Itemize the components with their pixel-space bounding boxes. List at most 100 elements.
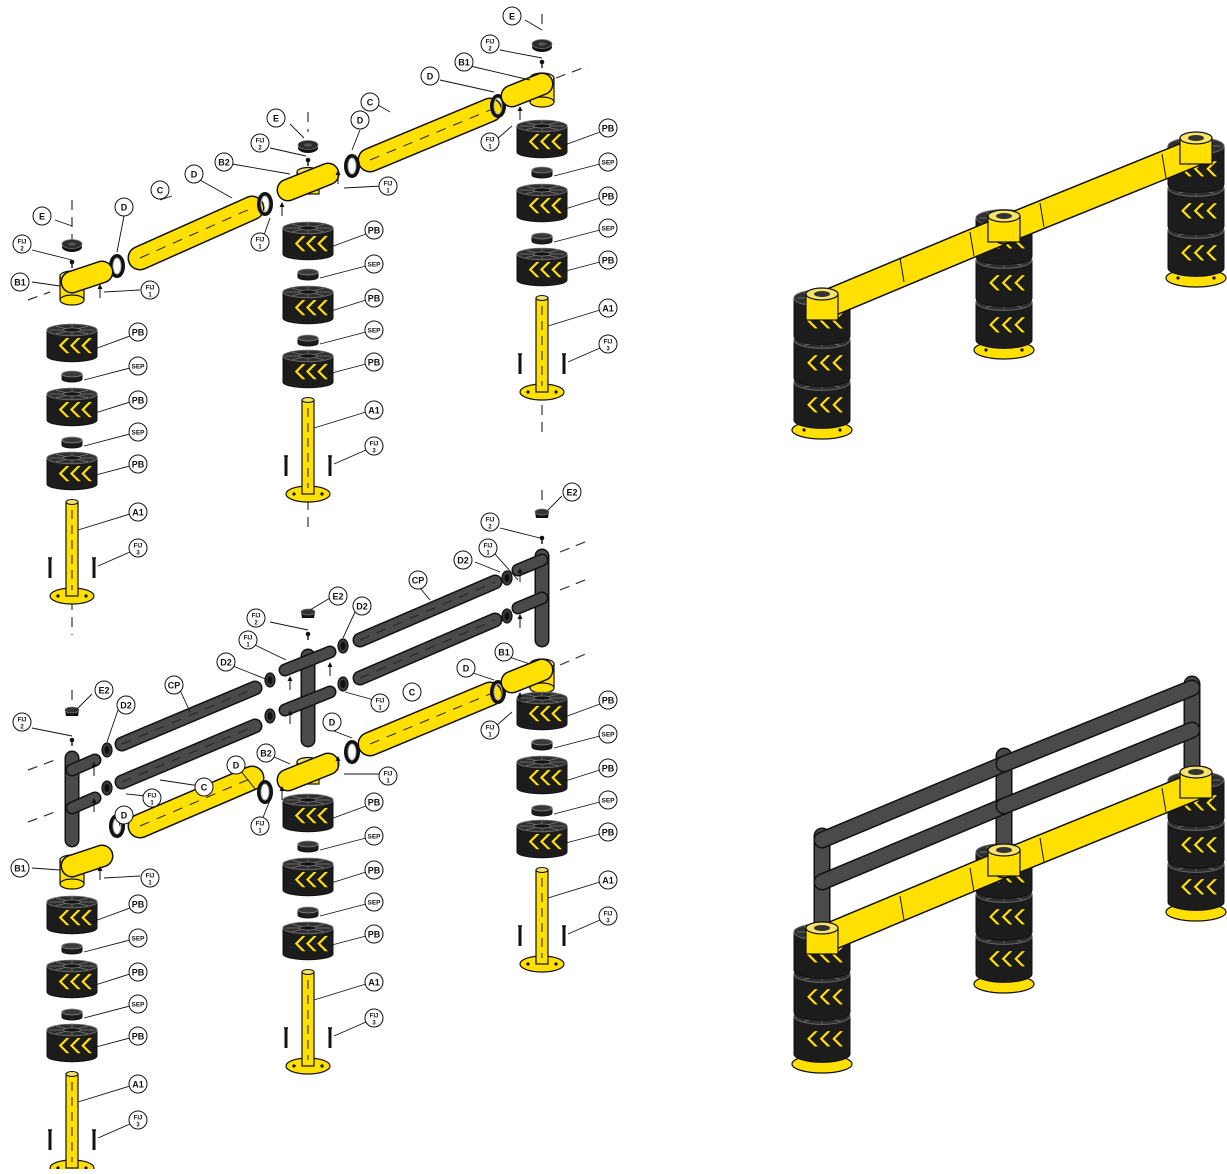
leader-line xyxy=(327,805,367,821)
anchor-bolt xyxy=(284,1027,288,1048)
callout-e2: E2 xyxy=(94,680,114,700)
rail-joint xyxy=(899,257,905,283)
coupler-ring-d2 xyxy=(264,672,276,688)
callout-pb: PB xyxy=(364,352,384,372)
anchor-bolt xyxy=(562,925,566,946)
callout-text: PB xyxy=(368,358,381,368)
leader-line xyxy=(327,935,367,947)
callout-pb: PB xyxy=(128,322,148,342)
callout-d: D xyxy=(184,164,204,184)
coupler-ring-d2 xyxy=(501,570,513,586)
fij-number: 3 xyxy=(606,347,610,353)
callout-text: C xyxy=(201,783,208,793)
axis-lines xyxy=(27,14,591,1160)
leader-line xyxy=(499,527,541,539)
callout-text: SEP xyxy=(367,328,381,335)
leader-line xyxy=(494,553,519,581)
callout-a1: A1 xyxy=(364,972,384,992)
cap-e2 xyxy=(534,508,550,518)
callout-text: E2 xyxy=(98,686,109,696)
post-a1 xyxy=(285,969,331,1075)
fij-text: FIJ xyxy=(384,182,393,188)
leader-line xyxy=(561,833,601,845)
callout-text: D xyxy=(463,664,470,674)
callout-sep: SEP xyxy=(128,928,148,948)
elbow-arm xyxy=(60,260,114,294)
assembly-arrow xyxy=(287,676,293,690)
leader-line xyxy=(125,793,147,797)
bumper-pb xyxy=(46,1023,98,1063)
callout-sep: SEP xyxy=(598,152,618,172)
callout-text: SEP xyxy=(601,160,615,167)
bumper-pb xyxy=(282,921,334,961)
leader-line xyxy=(271,755,291,765)
leader-line xyxy=(254,644,287,661)
callout-pb: PB xyxy=(364,924,384,944)
anchor-bolt xyxy=(48,557,52,578)
leader-line xyxy=(83,1005,131,1019)
callout-pb: PB xyxy=(128,962,148,982)
callout-text: D2 xyxy=(457,556,469,566)
coupler-ring-d2 xyxy=(337,676,349,692)
callout-text: PB xyxy=(602,764,615,774)
callout-text: C xyxy=(409,688,416,698)
leader-line xyxy=(54,219,73,227)
assembly-arrow xyxy=(97,866,103,880)
fij-number: 1 xyxy=(488,733,492,739)
screw-fij xyxy=(305,631,311,640)
leader-line xyxy=(309,597,331,611)
leader-line xyxy=(313,411,367,429)
callout-text: PB xyxy=(368,294,381,304)
callout-text: PB xyxy=(602,696,615,706)
assembly-arrow xyxy=(97,284,103,298)
fij-text: FIJ xyxy=(18,718,27,724)
fij-text: FIJ xyxy=(376,699,385,705)
coupler-ring-d xyxy=(490,94,506,118)
callout-text: D xyxy=(329,718,336,728)
assembled-fitting xyxy=(805,921,839,955)
leader-line xyxy=(319,837,367,851)
fij-number: 1 xyxy=(386,189,390,195)
cap-e2 xyxy=(64,706,80,716)
leader-line xyxy=(289,123,305,139)
callout-a1: A1 xyxy=(598,870,618,890)
callout-d2: D2 xyxy=(352,596,372,616)
leader-line xyxy=(116,215,125,253)
fij-text: FIJ xyxy=(604,912,613,918)
leader-line xyxy=(83,433,131,447)
bumper-pb xyxy=(516,119,568,159)
callout-text: CP xyxy=(168,681,181,691)
cap-e2 xyxy=(300,608,316,618)
rail-joint xyxy=(969,231,975,257)
separator-sep xyxy=(61,436,83,449)
leader-line xyxy=(561,131,601,147)
anchor-bolt xyxy=(284,455,288,476)
callout-text: D xyxy=(121,203,128,213)
callout-e2: E2 xyxy=(562,482,582,502)
bumper-pb xyxy=(46,387,98,427)
leader-line xyxy=(75,693,93,711)
callout-pb: PB xyxy=(364,860,384,880)
callout-a1: A1 xyxy=(128,502,148,522)
leader-line xyxy=(561,769,601,783)
fij-number: 2 xyxy=(488,47,492,53)
bumper-pb xyxy=(46,959,98,999)
callout-sep: SEP xyxy=(598,218,618,238)
cap-e xyxy=(61,239,83,252)
callout-text: SEP xyxy=(131,1002,145,1009)
leader-line xyxy=(344,691,375,701)
callout-pb: PB xyxy=(128,894,148,914)
leader-line xyxy=(106,709,119,743)
separator-sep xyxy=(531,232,553,245)
rail-joint xyxy=(969,867,975,893)
assembled-fitting xyxy=(1179,131,1213,165)
bumper-pb xyxy=(516,819,568,859)
handrail-arm xyxy=(511,553,549,577)
leader-line xyxy=(103,875,141,879)
callout-text: D2 xyxy=(220,658,232,668)
